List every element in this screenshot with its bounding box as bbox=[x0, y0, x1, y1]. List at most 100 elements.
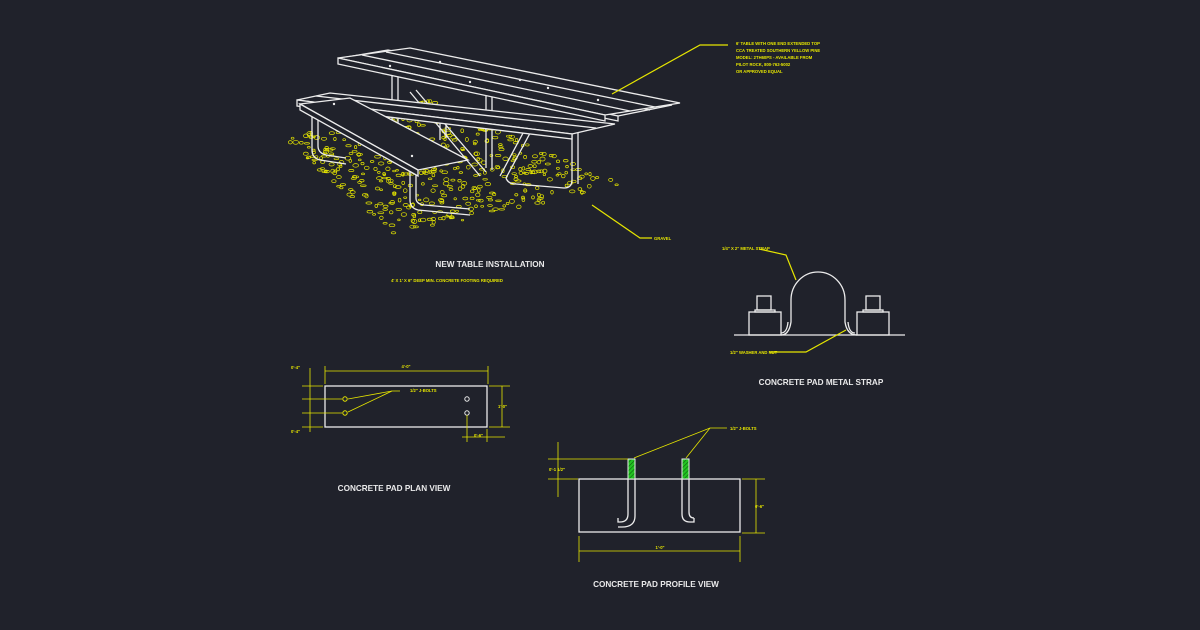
near-bench bbox=[296, 92, 616, 178]
gravel-pebble bbox=[521, 195, 525, 200]
gravel-pebble bbox=[319, 156, 323, 160]
gravel-pebble bbox=[492, 207, 499, 211]
gravel-pebble bbox=[322, 151, 328, 155]
gravel-pebble bbox=[430, 188, 436, 193]
gravel-pebble bbox=[502, 204, 507, 208]
gravel-pebble bbox=[441, 170, 448, 174]
gravel-pebble bbox=[430, 170, 437, 174]
gravel-pebble bbox=[465, 201, 472, 206]
gravel-pebble bbox=[495, 199, 502, 202]
gravel-pebble bbox=[426, 99, 430, 104]
gravel-pebble bbox=[299, 141, 304, 145]
gravel-pebble bbox=[336, 185, 341, 188]
strap-view-title: CONCRETE PAD METAL STRAP bbox=[759, 378, 884, 387]
profile-projection-dim: 0'-1 1/2" bbox=[549, 467, 565, 472]
gravel-pebble bbox=[492, 192, 497, 197]
gravel-pebble bbox=[565, 165, 569, 169]
gravel-pebble bbox=[287, 140, 293, 145]
gravel-pebble bbox=[548, 154, 554, 158]
gravel-pebble bbox=[432, 184, 439, 187]
gravel-pebble bbox=[472, 139, 478, 144]
gravel-pebble bbox=[439, 199, 445, 203]
gravel-pebble bbox=[336, 167, 340, 172]
gravel-pebble bbox=[400, 212, 407, 217]
gravel-pebble bbox=[419, 217, 427, 223]
gravel-pebble bbox=[427, 177, 433, 181]
profile-bolt-left bbox=[627, 458, 636, 480]
gravel-pebble bbox=[443, 177, 450, 182]
gravel-pebble bbox=[555, 174, 560, 177]
gravel-pebble bbox=[385, 166, 391, 171]
gravel-pebble bbox=[327, 148, 334, 152]
gravel-pebble bbox=[369, 160, 375, 163]
gravel-pebble bbox=[532, 164, 537, 169]
plan-view: 4'-0" 0'-4" 0'-4" 1/2" J-BOLTS 1'-0" 0'-… bbox=[291, 364, 510, 493]
gravel-pebble bbox=[462, 196, 469, 201]
gravel-pebble bbox=[580, 190, 584, 195]
gravel-pebble bbox=[538, 169, 545, 174]
gravel-pebble bbox=[377, 202, 384, 206]
gravel-pebble bbox=[382, 208, 388, 211]
gravel-pebble bbox=[306, 146, 311, 149]
gravel-pebble bbox=[461, 184, 466, 189]
gravel-pebble bbox=[478, 198, 484, 203]
gravel-pebble bbox=[446, 185, 453, 188]
gravel-pebble bbox=[536, 192, 541, 197]
gravel-pebble bbox=[477, 187, 481, 193]
table-installation-view: 6' TABLE WITH ONE END EXTENDED TOP CCA T… bbox=[287, 41, 820, 283]
gravel-pebble bbox=[539, 194, 544, 199]
strap-label: 1/4" X 2" METAL STRAP bbox=[722, 246, 770, 251]
gravel-pebble bbox=[590, 176, 596, 181]
gravel-pebble bbox=[328, 131, 335, 135]
gravel-pebble bbox=[417, 210, 423, 214]
gravel-pebble bbox=[460, 128, 464, 133]
profile-length-dim: 1'-0" bbox=[655, 545, 664, 550]
gravel-pebble bbox=[328, 162, 335, 167]
gravel-pebble bbox=[376, 176, 383, 181]
gravel-pebble bbox=[456, 166, 460, 170]
gravel-pebble bbox=[323, 149, 330, 154]
gravel-pebble bbox=[523, 189, 528, 193]
gravel-pebble bbox=[450, 178, 456, 182]
gravel-pebble bbox=[532, 154, 538, 159]
gravel-pebble bbox=[302, 151, 309, 156]
strap-leader bbox=[758, 248, 797, 281]
gravel-pebble bbox=[386, 179, 392, 184]
gravel-label: GRAVEL bbox=[654, 236, 672, 241]
gravel-pebble bbox=[306, 155, 312, 159]
gravel-pebble bbox=[331, 179, 337, 183]
gravel-pebble bbox=[360, 162, 365, 166]
gravel-pebble bbox=[345, 144, 352, 148]
gravel-pebble bbox=[570, 168, 576, 171]
gravel-pebble bbox=[513, 175, 519, 178]
gravel-pebble bbox=[393, 184, 397, 189]
gravel-pebble bbox=[562, 159, 569, 163]
gravel-pebble bbox=[339, 186, 344, 190]
gravel-pebble bbox=[402, 203, 409, 207]
plan-bolt-hole bbox=[342, 396, 348, 402]
gravel-pebble bbox=[457, 179, 462, 183]
gravel-pebble bbox=[364, 193, 369, 199]
gravel-pebble bbox=[515, 137, 519, 143]
gravel-pebble bbox=[377, 171, 381, 174]
gravel-pebble bbox=[534, 201, 541, 205]
gravel-pebble bbox=[397, 197, 402, 203]
gravel-pebble bbox=[352, 175, 357, 179]
spec-note-line-3: MODEL: 2TH60PS - AVAILABLE FROM bbox=[736, 55, 813, 60]
gravel-pebble bbox=[509, 199, 515, 204]
gravel-pebble bbox=[363, 165, 370, 170]
gravel-pebble bbox=[453, 166, 457, 171]
gravel-pebble bbox=[521, 166, 526, 171]
gravel-pebble bbox=[395, 169, 399, 172]
gravel-pebble bbox=[381, 176, 388, 180]
spec-note-line-2: CCA TREATED SOUTHERN YELLOW PINE bbox=[736, 48, 820, 53]
gravel-pebble bbox=[359, 179, 365, 183]
profile-view-title: CONCRETE PAD PROFILE VIEW bbox=[593, 580, 719, 589]
table-view-title: NEW TABLE INSTALLATION bbox=[435, 260, 544, 269]
spec-note-line-5: OR APPROVED EQUAL bbox=[736, 69, 783, 74]
gravel-pebble bbox=[409, 224, 416, 229]
profile-bolt-right bbox=[681, 458, 690, 480]
spec-leader bbox=[611, 44, 728, 95]
gravel-pebble bbox=[539, 151, 544, 156]
